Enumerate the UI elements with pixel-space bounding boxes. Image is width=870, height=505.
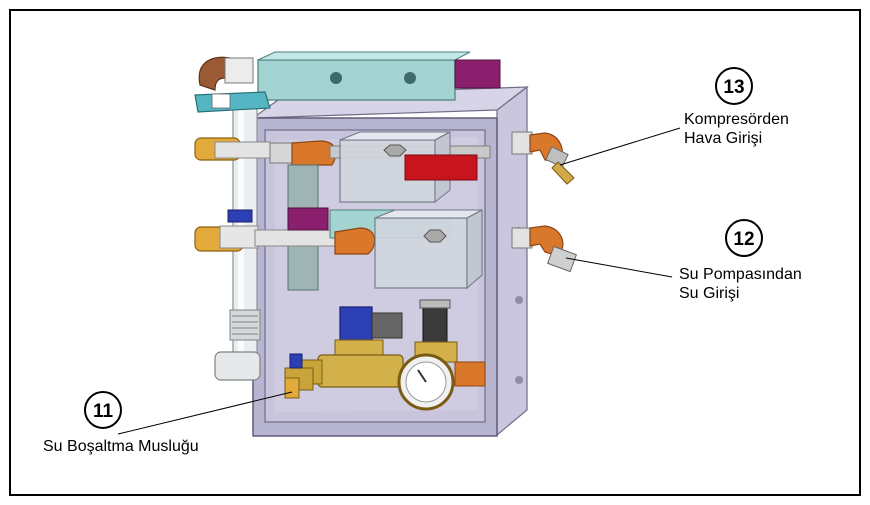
- lower-valve-box: [374, 209, 483, 290]
- water-inlet-fitting: [511, 225, 577, 273]
- leader-lines: [117, 127, 681, 435]
- top-left-elbow: [194, 56, 271, 113]
- callout-12: 12: [725, 219, 763, 257]
- callout-13-label: Kompresörden Hava Girişi: [684, 110, 789, 148]
- callout-13-number: 13: [723, 77, 744, 98]
- callout-12-label: Su Pompasından Su Girişi: [679, 265, 802, 303]
- top-mounting-bar: [257, 51, 501, 101]
- callout-13-label-line2: Hava Girişi: [684, 130, 763, 147]
- upper-valve-box: [339, 131, 478, 204]
- figure-frame: [9, 9, 861, 496]
- callout-12-label-line2: Su Girişi: [679, 285, 740, 302]
- bottom-valve-assembly: [284, 299, 486, 411]
- callout-13-label-line1: Kompresörden: [684, 111, 789, 128]
- callout-11-label-line1: Su Boşaltma Musluğu: [43, 438, 199, 455]
- callout-13: 13: [715, 67, 753, 105]
- callout-11-label: Su Boşaltma Musluğu: [43, 437, 199, 456]
- callout-11-number: 11: [93, 401, 114, 422]
- callout-11: 11: [84, 391, 122, 429]
- air-inlet-fitting: [511, 131, 575, 185]
- callout-12-number: 12: [733, 229, 754, 250]
- callout-12-label-line1: Su Pompasından: [679, 266, 802, 283]
